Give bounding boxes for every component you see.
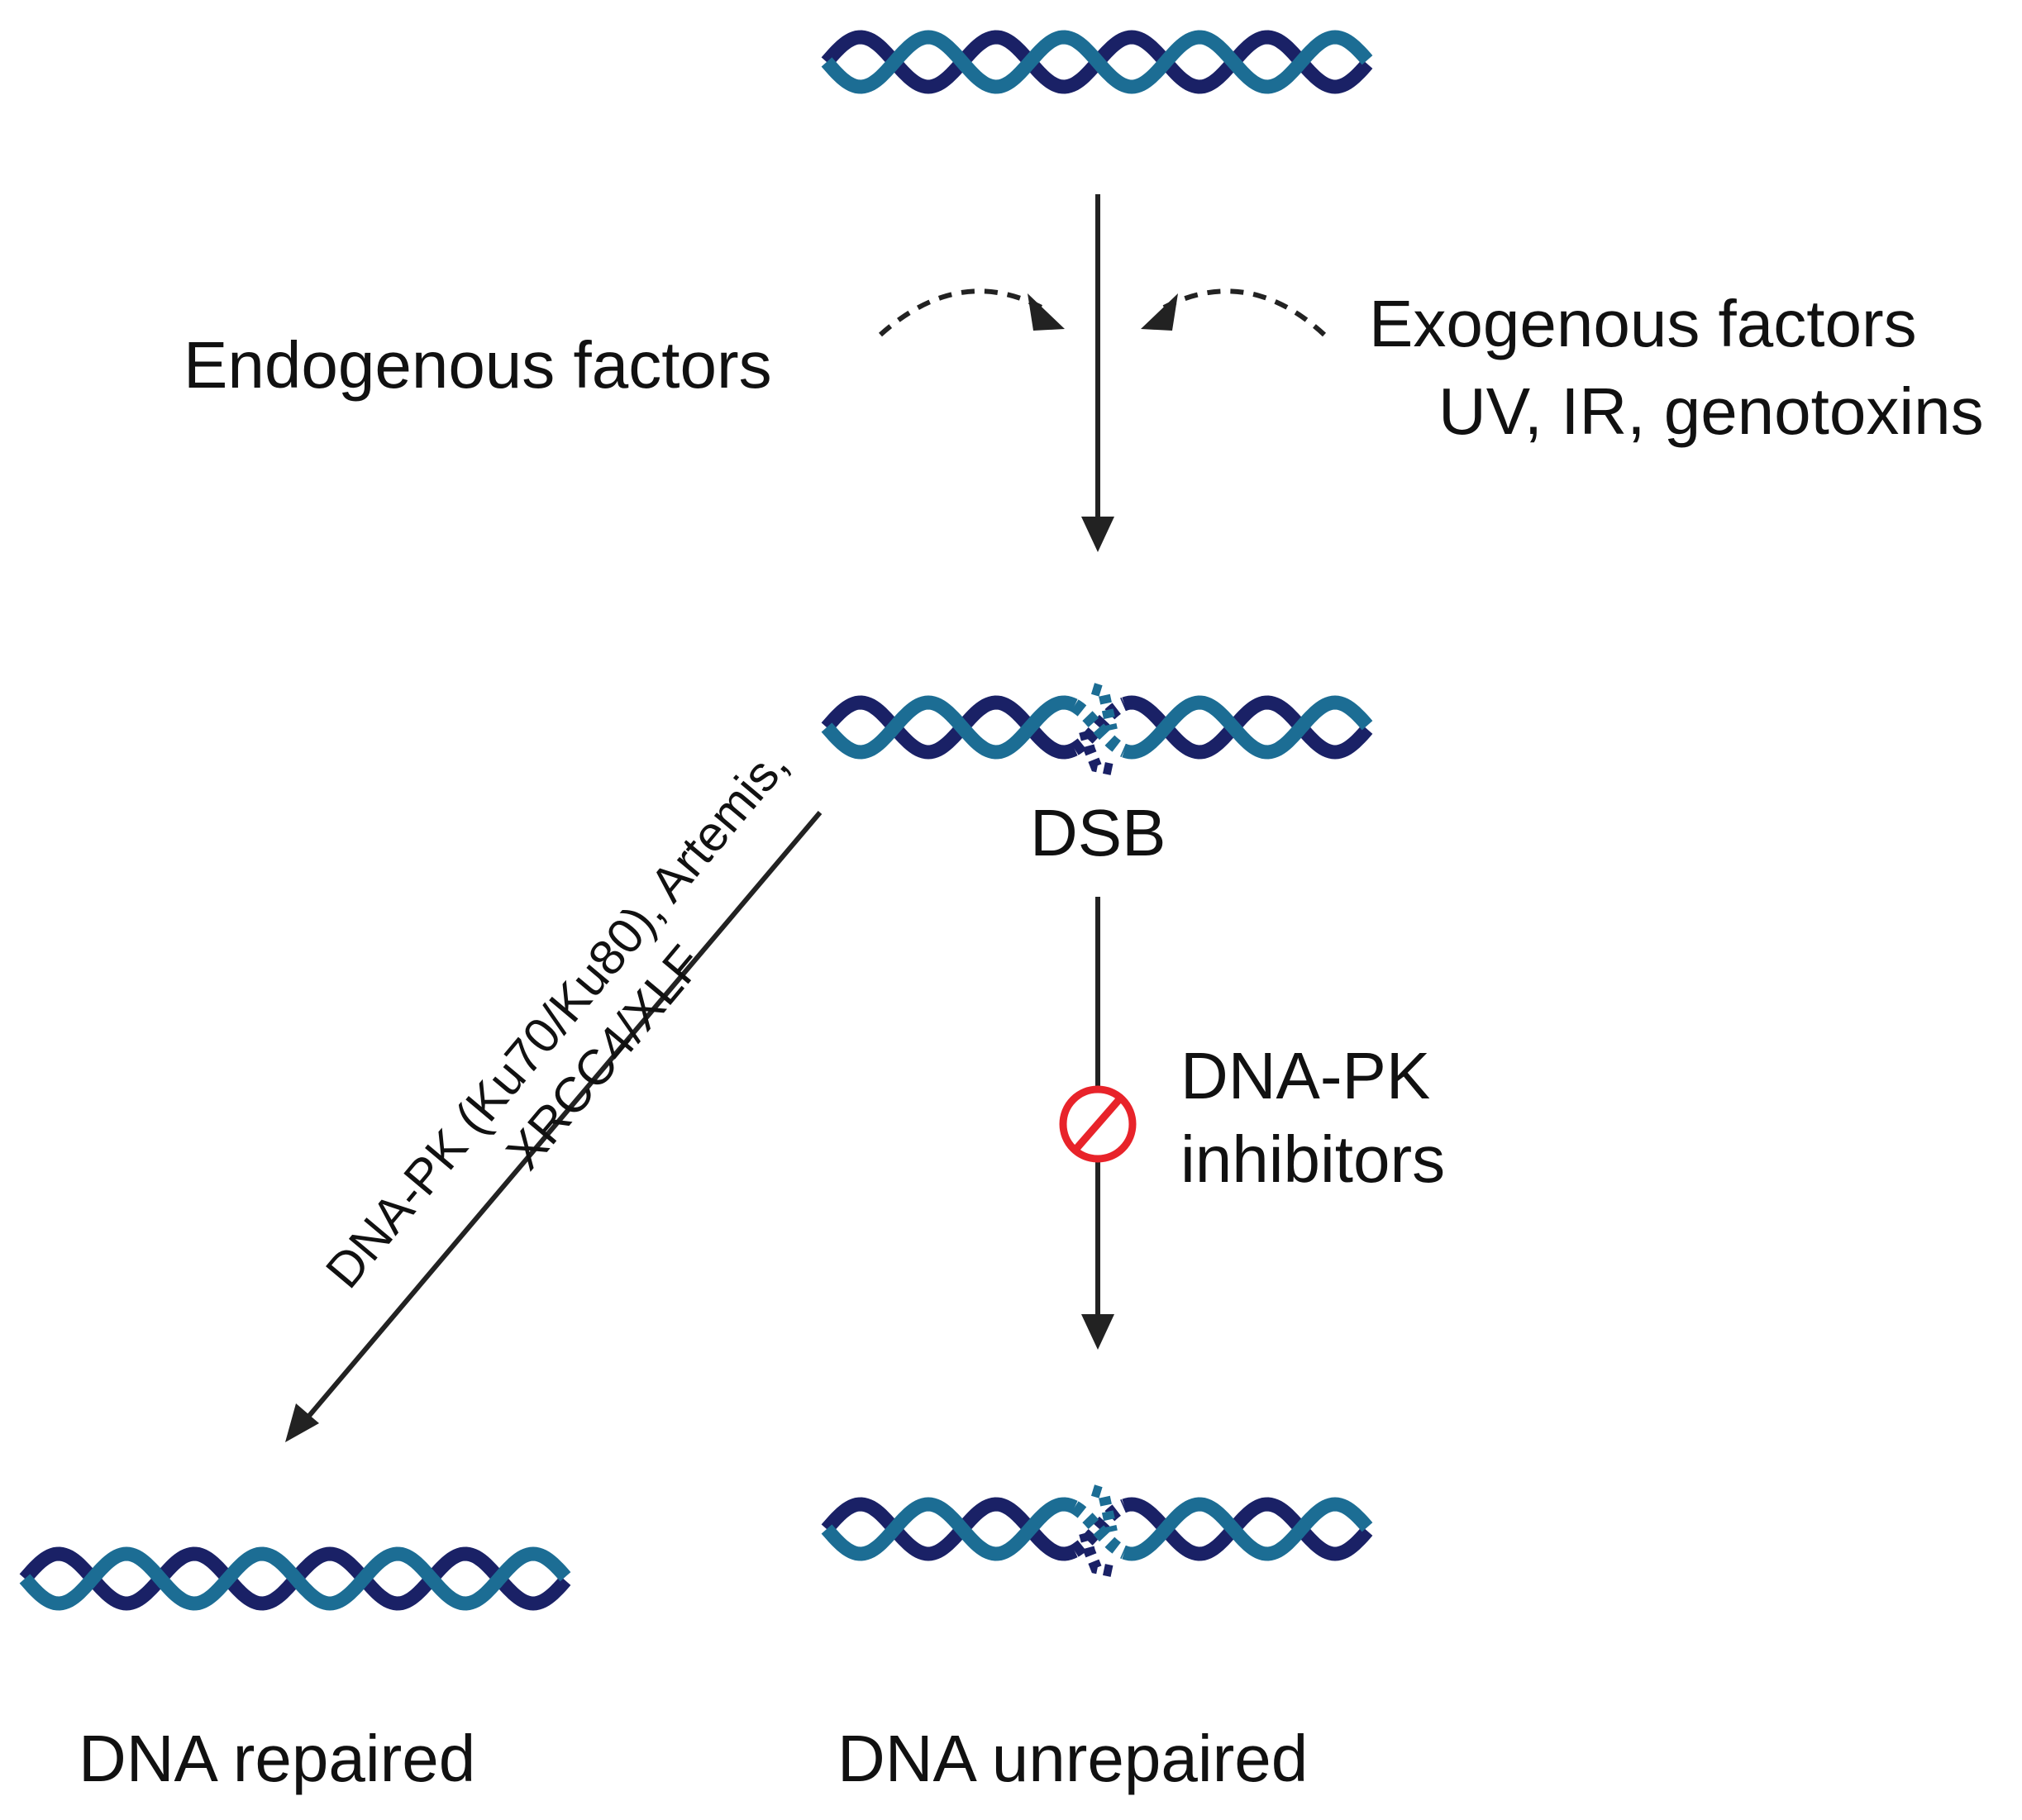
dsb-label: DSB bbox=[1030, 796, 1166, 870]
endogenous-dashed-arrow-head bbox=[1028, 293, 1065, 331]
no-entry-icon bbox=[1059, 1085, 1137, 1163]
dna-strand-light bbox=[821, 1497, 1078, 1561]
dna-strand-light bbox=[821, 30, 1373, 94]
dna-strand-light bbox=[19, 1546, 571, 1611]
arrow-to-dsb-head bbox=[1081, 517, 1114, 552]
dna-strand-light bbox=[1122, 695, 1373, 760]
exogenous-examples-label: UV, IR, genotoxins bbox=[1438, 374, 1984, 448]
dna-repaired-label: DNA repaired bbox=[79, 1722, 476, 1795]
dna-helix-broken bbox=[821, 683, 1373, 775]
arrow-to-unrepaired-head bbox=[1081, 1314, 1114, 1350]
dna-helix-repaired bbox=[19, 1546, 571, 1611]
inhibitor-label-line2: inhibitors bbox=[1180, 1122, 1446, 1196]
arrow-to-repaired bbox=[302, 811, 823, 1423]
dna-unrepaired-label: DNA unrepaired bbox=[837, 1722, 1309, 1795]
dna-break-fragment bbox=[1071, 698, 1128, 755]
repair-pathway-line1: DNA-PK (Ku70/Ku80), Artemis, bbox=[315, 737, 799, 1298]
dna-break-fragment bbox=[1079, 1532, 1114, 1577]
dna-strand-light bbox=[821, 695, 1078, 760]
arrow-to-repaired-head bbox=[285, 1403, 319, 1442]
dna-break-fragment bbox=[1090, 683, 1118, 731]
dna-break-fragment bbox=[1090, 1484, 1118, 1533]
exogenous-dashed-arrow bbox=[1162, 288, 1327, 337]
endogenous-factors-label: Endogenous factors bbox=[184, 328, 772, 402]
dna-break-fragment bbox=[1071, 699, 1128, 757]
exogenous-factors-label: Exogenous factors bbox=[1369, 287, 1917, 360]
dna-helix-intact bbox=[821, 30, 1373, 94]
repair-pathway-label: DNA-PK (Ku70/Ku80), Artemis, XRCC4/XLF bbox=[315, 737, 799, 1298]
dna-break-fragment bbox=[1071, 1501, 1128, 1559]
endogenous-dashed-arrow bbox=[879, 288, 1043, 337]
dna-break-fragment bbox=[1071, 1499, 1128, 1557]
dna-helix-unrepaired bbox=[821, 1484, 1373, 1577]
exogenous-dashed-arrow-head bbox=[1141, 293, 1178, 331]
dna-break-fragment bbox=[1079, 730, 1114, 775]
dna-strand-light bbox=[1122, 1497, 1373, 1561]
inhibitor-label-line1: DNA-PK bbox=[1180, 1039, 1431, 1112]
